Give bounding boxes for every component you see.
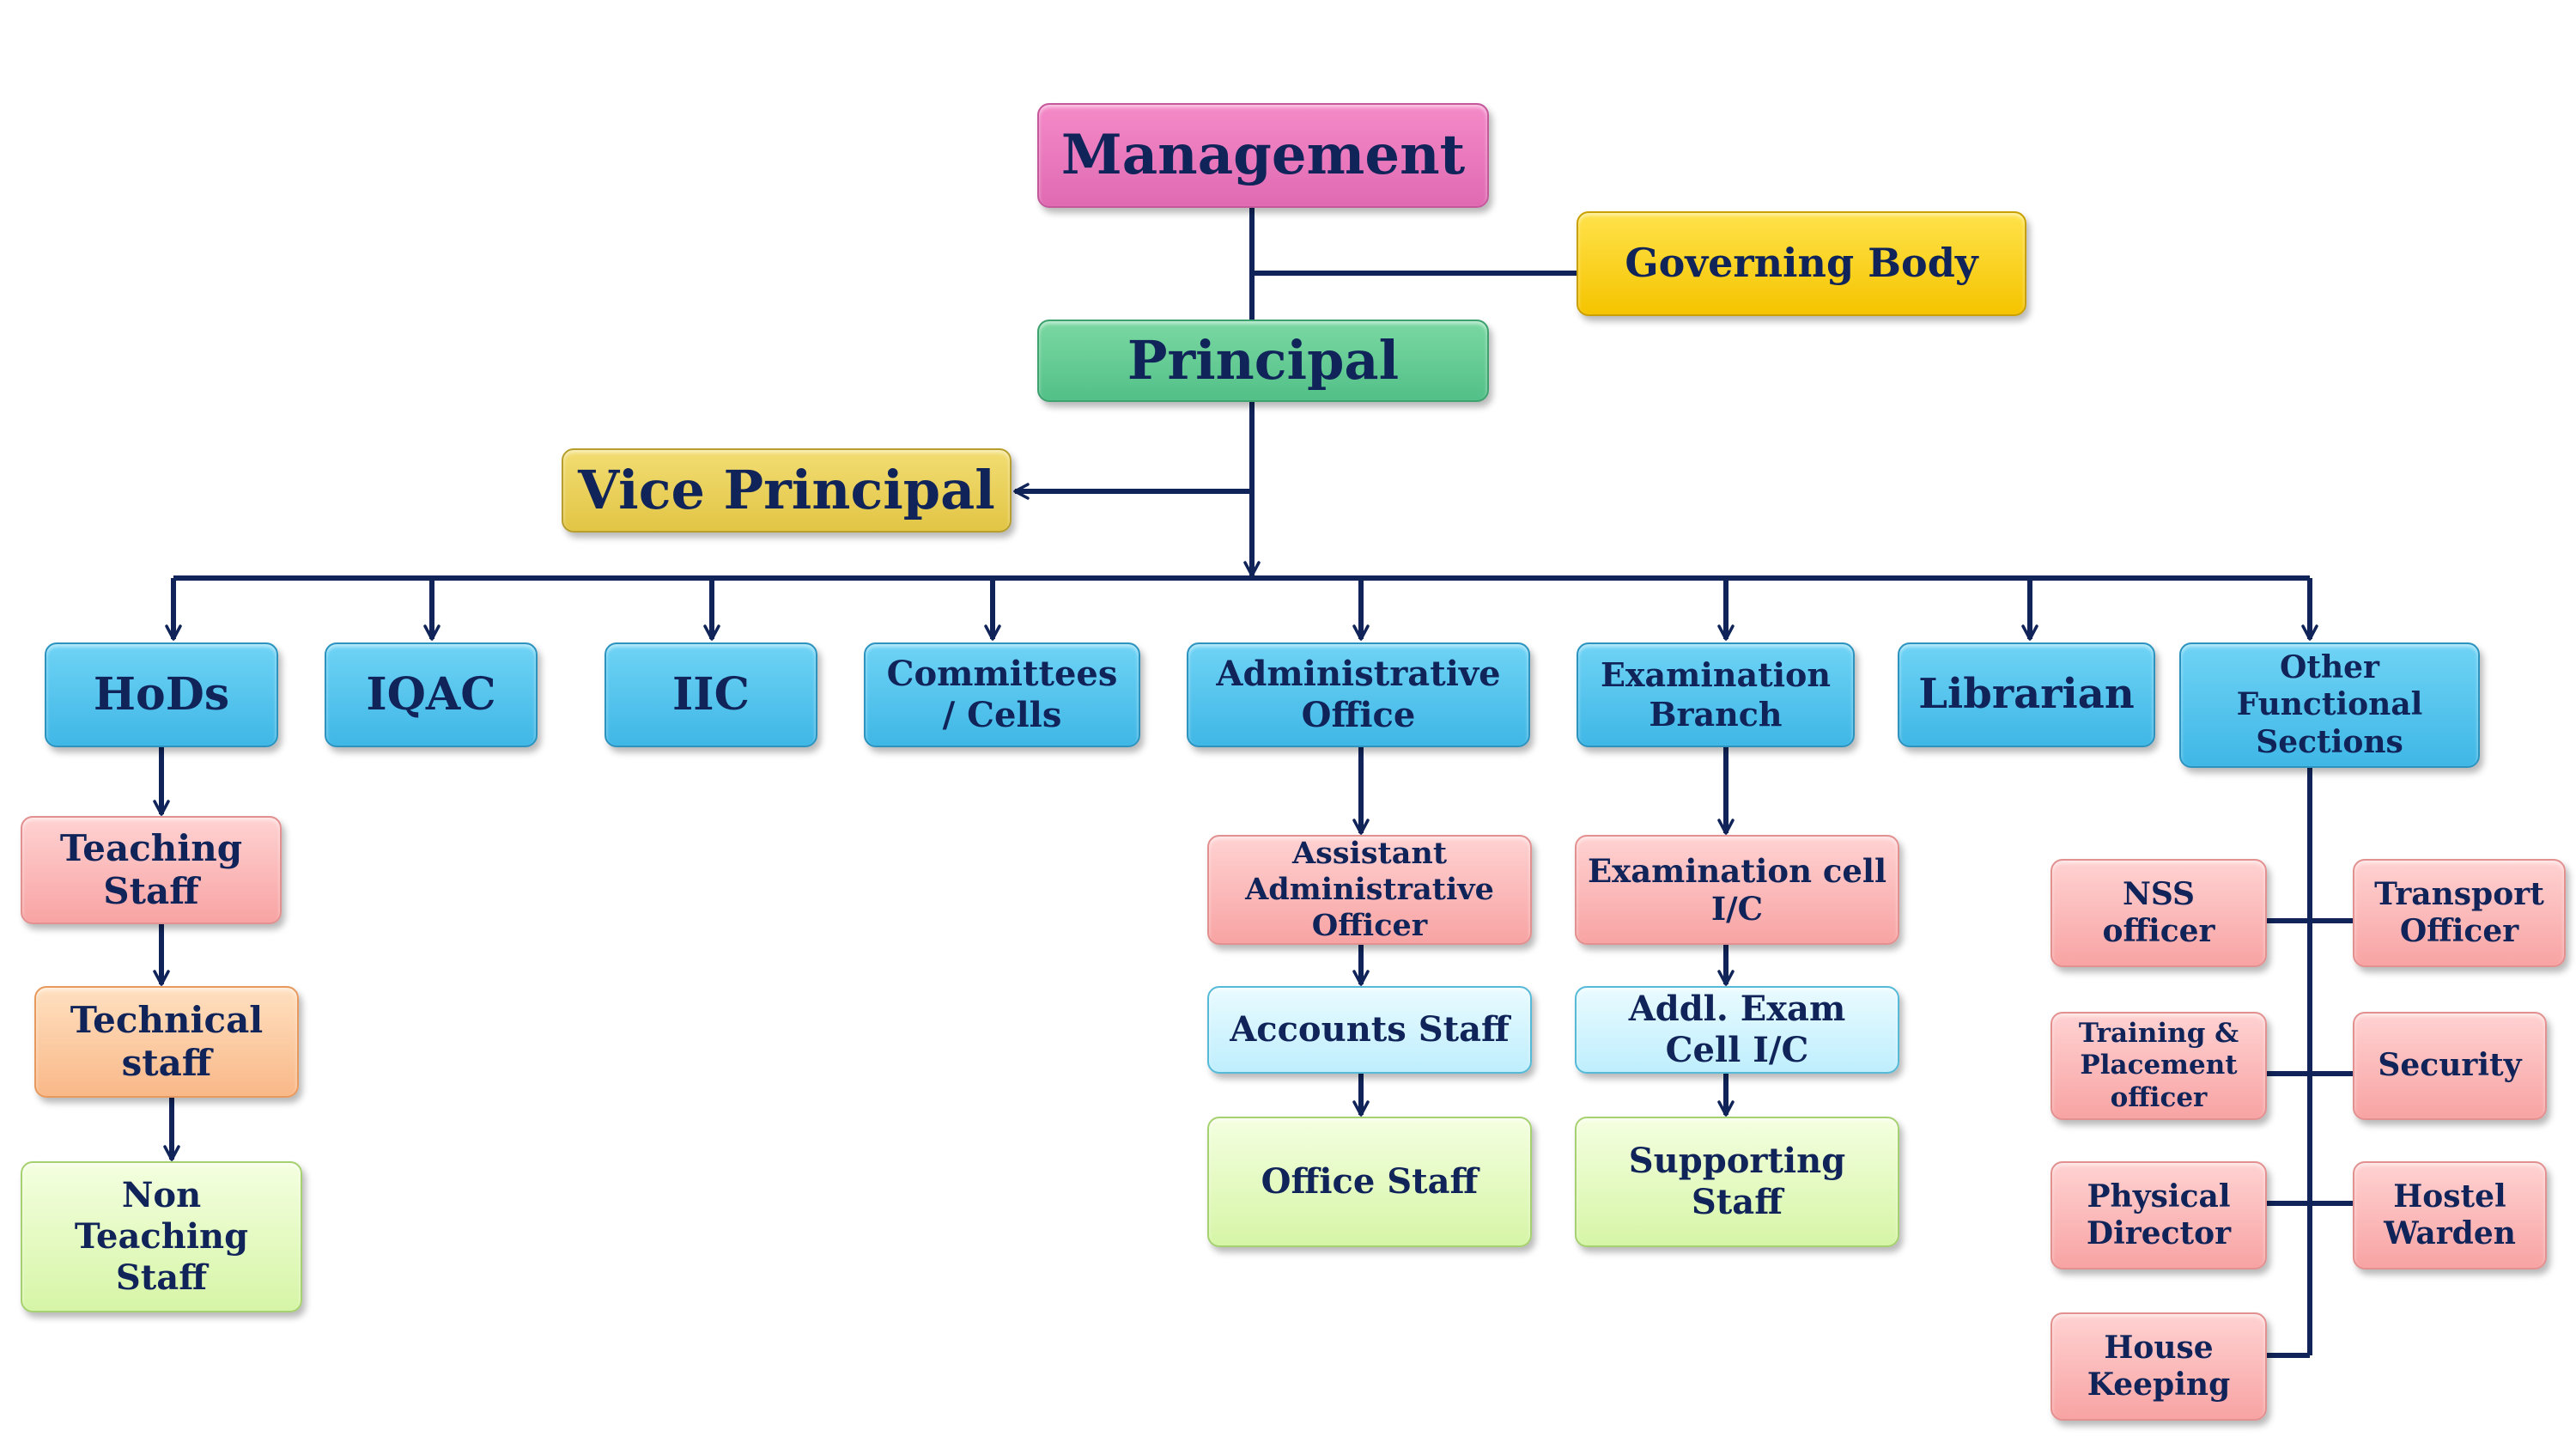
- committees-label: Committees / Cells: [886, 654, 1118, 735]
- management-label: Management: [1060, 122, 1466, 187]
- principal-box: Principal: [1037, 320, 1489, 402]
- iic-box: IIC: [605, 642, 817, 747]
- security-label: Security: [2378, 1047, 2522, 1084]
- transport-officer-box: Transport Officer: [2353, 859, 2566, 967]
- nss-officer-box: NSS officer: [2050, 859, 2267, 967]
- teaching-staff-label: Teaching Staff: [59, 826, 243, 912]
- non-teaching-staff-box: Non Teaching Staff: [21, 1161, 302, 1312]
- technical-staff-label: Technical staff: [70, 998, 264, 1084]
- training-placement-box: Training & Placement officer: [2050, 1012, 2267, 1120]
- accounts-staff-label: Accounts Staff: [1230, 1009, 1510, 1050]
- addl-exam-cell-ic-label: Addl. Exam Cell I/C: [1628, 989, 1846, 1070]
- training-placement-label: Training & Placement officer: [2078, 1018, 2239, 1113]
- office-staff-label: Office Staff: [1261, 1161, 1479, 1202]
- physical-director-label: Physical Director: [2086, 1178, 2232, 1251]
- supporting-staff-label: Supporting Staff: [1628, 1141, 1846, 1222]
- teaching-staff-box: Teaching Staff: [21, 816, 282, 924]
- nss-officer-label: NSS officer: [2102, 875, 2215, 949]
- management-box: Management: [1037, 103, 1489, 208]
- addl-exam-cell-ic-box: Addl. Exam Cell I/C: [1575, 986, 1899, 1074]
- house-keeping-label: House Keeping: [2087, 1329, 2231, 1403]
- administrative-office-box: Administrative Office: [1187, 642, 1530, 747]
- vice-principal-label: Vice Principal: [578, 458, 995, 521]
- office-staff-box: Office Staff: [1207, 1117, 1532, 1247]
- house-keeping-box: House Keeping: [2050, 1312, 2267, 1421]
- exam-cell-ic-box: Examination cell I/C: [1575, 835, 1899, 945]
- iqac-box: IQAC: [325, 642, 538, 747]
- technical-staff-box: Technical staff: [34, 986, 299, 1098]
- assistant-admin-officer-box: Assistant Administrative Officer: [1207, 835, 1532, 945]
- assistant-admin-officer-label: Assistant Administrative Officer: [1245, 836, 1494, 943]
- iic-label: IIC: [671, 667, 750, 721]
- iqac-label: IQAC: [366, 667, 496, 721]
- non-teaching-staff-label: Non Teaching Staff: [74, 1175, 249, 1298]
- security-box: Security: [2353, 1012, 2547, 1120]
- transport-officer-label: Transport Officer: [2374, 875, 2544, 949]
- hods-box: HoDs: [45, 642, 278, 747]
- examination-branch-label: Examination Branch: [1600, 655, 1832, 734]
- principal-label: Principal: [1127, 328, 1400, 392]
- committees-box: Committees / Cells: [864, 642, 1140, 747]
- physical-director-box: Physical Director: [2050, 1161, 2267, 1269]
- other-sections-box: Other Functional Sections: [2179, 642, 2480, 768]
- librarian-label: Librarian: [1918, 670, 2135, 719]
- administrative-office-label: Administrative Office: [1216, 654, 1501, 735]
- examination-branch-box: Examination Branch: [1577, 642, 1855, 747]
- supporting-staff-box: Supporting Staff: [1575, 1117, 1899, 1247]
- governing-body-label: Governing Body: [1625, 240, 1978, 287]
- accounts-staff-box: Accounts Staff: [1207, 986, 1532, 1074]
- exam-cell-ic-label: Examination cell I/C: [1587, 851, 1887, 928]
- governing-body-box: Governing Body: [1577, 211, 2026, 316]
- vice-principal-box: Vice Principal: [562, 448, 1012, 533]
- hods-label: HoDs: [93, 667, 230, 721]
- hostel-warden-box: Hostel Warden: [2353, 1161, 2547, 1269]
- hostel-warden-label: Hostel Warden: [2384, 1178, 2516, 1251]
- librarian-box: Librarian: [1898, 642, 2155, 747]
- other-sections-label: Other Functional Sections: [2236, 649, 2423, 760]
